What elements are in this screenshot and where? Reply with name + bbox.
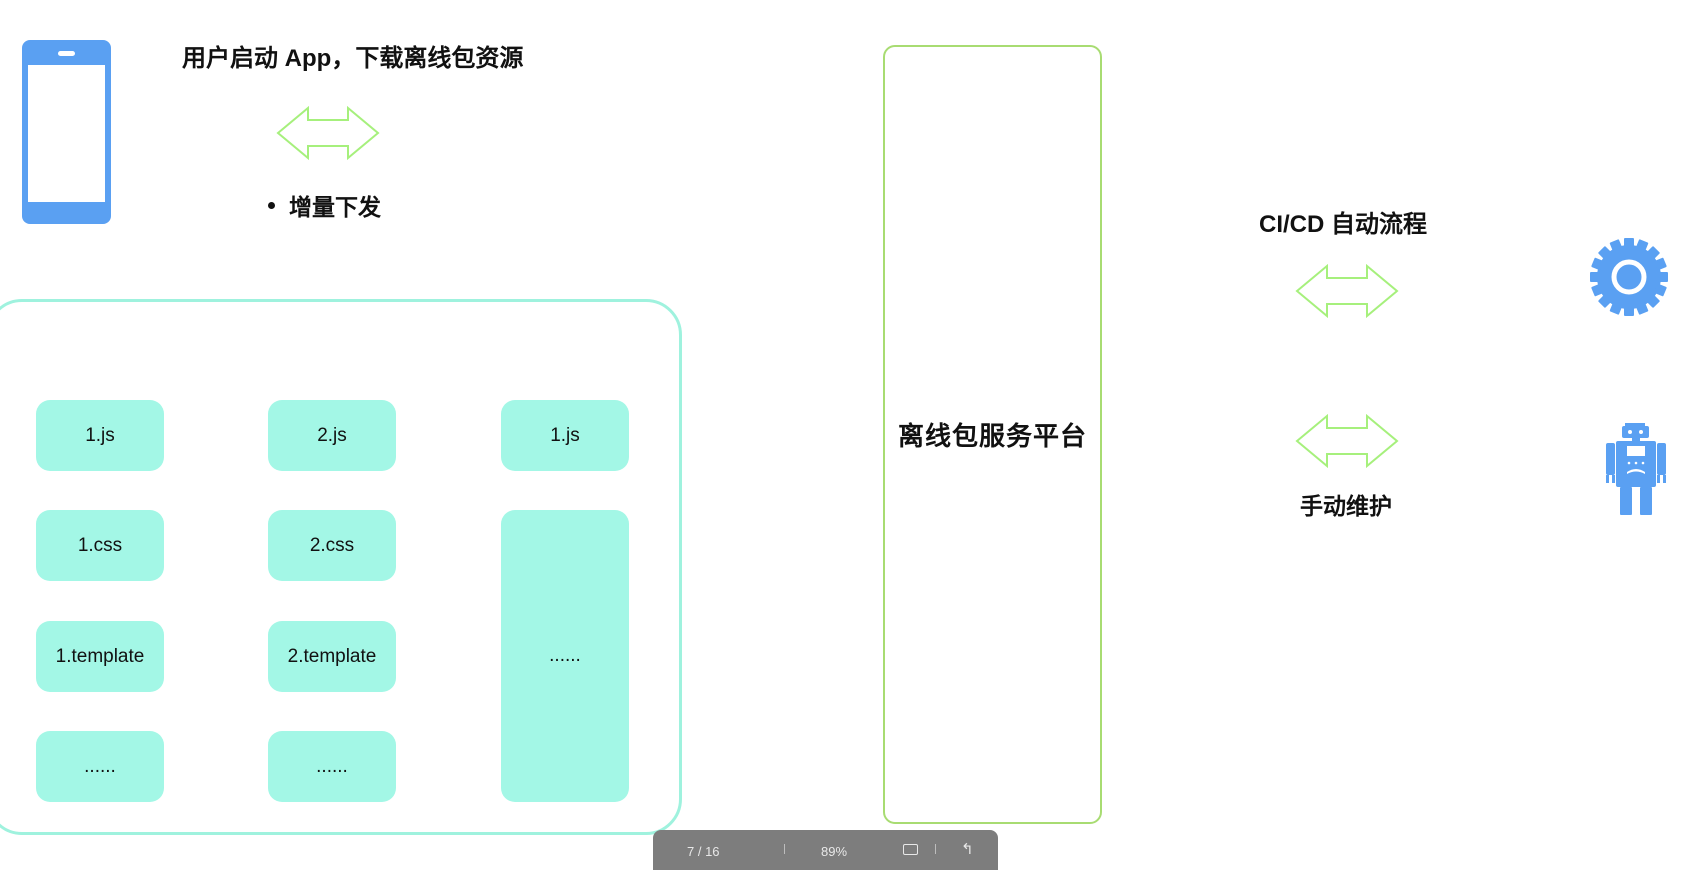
file-label: 2.js <box>317 424 347 446</box>
phone-screen <box>28 65 105 202</box>
double-arrow-icon <box>1295 264 1399 318</box>
file-box: 2.js <box>268 400 396 471</box>
cicd-label: CI/CD 自动流程 <box>1259 211 1427 238</box>
file-label: 1.js <box>550 424 580 446</box>
file-label: ...... <box>549 645 581 666</box>
file-label: 2.css <box>309 534 355 556</box>
toolbar-divider <box>784 844 785 854</box>
file-box: ...... <box>501 510 629 802</box>
file-label: 1.template <box>55 645 145 667</box>
zoom-level[interactable]: 89% <box>821 844 848 859</box>
platform-label: 离线包服务平台 <box>897 421 1087 451</box>
undo-icon[interactable]: ↰ <box>961 841 974 858</box>
toolbar-divider <box>935 844 936 854</box>
file-box: 1.css <box>36 510 164 581</box>
page-indicator: 7 / 16 <box>687 844 720 859</box>
gear-icon <box>1589 237 1669 322</box>
presentation-toolbar[interactable]: 7 / 16 89% ↰ <box>653 830 998 870</box>
manual-label: 手动维护 <box>1300 493 1392 519</box>
file-label: ...... <box>84 755 116 777</box>
file-box: 1.js <box>501 400 629 471</box>
file-box: 1.template <box>36 621 164 692</box>
phone-speaker <box>58 51 75 56</box>
file-box: 1.js <box>36 400 164 471</box>
client-title: 用户启动 App，下载离线包资源 <box>182 45 524 72</box>
file-box: ...... <box>268 731 396 802</box>
offline-package-platform: 离线包服务平台 <box>883 45 1102 824</box>
file-box: ...... <box>36 731 164 802</box>
bullet-item: 增量下发 <box>268 188 381 222</box>
file-label: 1.css <box>77 534 123 556</box>
file-label: 2.template <box>287 645 377 667</box>
file-box: 2.template <box>268 621 396 692</box>
robot-icon <box>1605 423 1669 520</box>
bullet-dot-icon <box>268 202 275 210</box>
double-arrow-icon <box>276 106 380 160</box>
double-arrow-icon <box>1295 414 1399 468</box>
file-label: 1.js <box>85 424 115 446</box>
file-box: 2.css <box>268 510 396 581</box>
phone-icon <box>22 40 111 224</box>
bullet-text: 增量下发 <box>289 194 381 220</box>
file-label: ...... <box>316 755 348 777</box>
offline-package-container <box>0 299 682 835</box>
